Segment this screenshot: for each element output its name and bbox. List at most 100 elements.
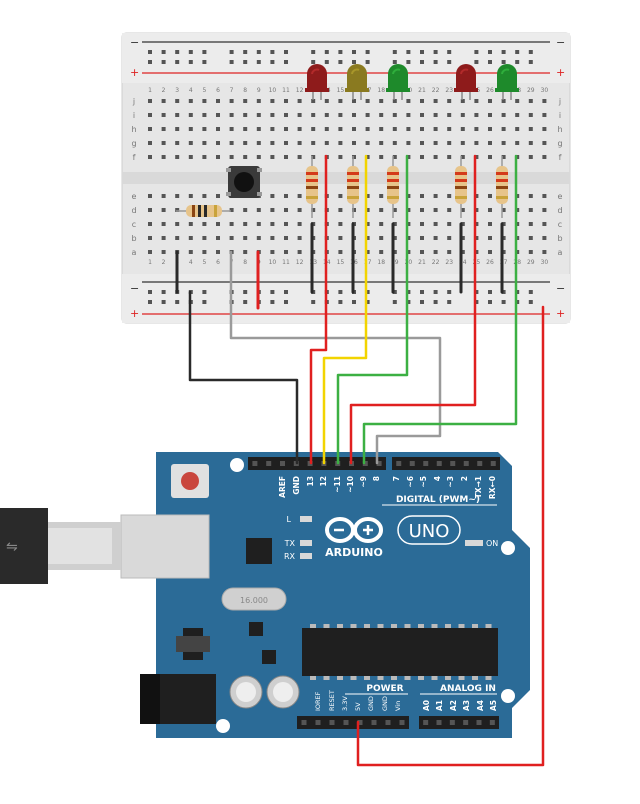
digital-pin-label: 4 <box>433 476 442 481</box>
digital-pin-label: 13 <box>306 476 315 486</box>
wire-button-gray[interactable] <box>229 250 442 465</box>
column-number: 23 <box>445 259 453 266</box>
led-red[interactable] <box>454 64 478 100</box>
column-number: 2 <box>162 87 166 94</box>
column-number: 20 <box>405 259 413 266</box>
row-letter: i <box>559 111 561 120</box>
push-button[interactable] <box>226 166 262 198</box>
rail-minus-sign: − <box>130 282 139 295</box>
digital-pin-label: ~6 <box>406 476 415 488</box>
column-number: 12 <box>296 259 304 266</box>
resistor[interactable] <box>306 156 318 218</box>
rail-minus-sign: − <box>130 36 139 49</box>
resistor[interactable] <box>455 156 467 218</box>
digital-pin-label: ~9 <box>359 476 368 488</box>
arduino-logo-icon <box>325 517 383 543</box>
wire-pin10-red[interactable] <box>349 154 477 465</box>
column-number: 29 <box>527 259 535 266</box>
arduino-brand: ARDUINO <box>325 546 383 559</box>
column-number: 11 <box>282 87 290 94</box>
wire-5v-red[interactable] <box>356 305 545 767</box>
wire-pin9-green[interactable] <box>362 154 518 465</box>
wire-pin11-green[interactable] <box>336 154 409 465</box>
resistor-button[interactable] <box>176 205 231 217</box>
row-letter: h <box>131 125 136 134</box>
column-number: 6 <box>216 87 220 94</box>
column-number: 26 <box>486 87 494 94</box>
column-number: 18 <box>377 259 385 266</box>
led-yellow[interactable] <box>345 64 369 100</box>
mount-hole <box>230 458 244 472</box>
usb-cable-plug[interactable] <box>0 508 48 584</box>
analog-label: ANALOG IN <box>440 684 496 694</box>
digital-pin-label: AREF <box>278 476 287 498</box>
row-letter: b <box>557 234 562 243</box>
analog-pin-label: A3 <box>462 700 471 711</box>
rail-plus-sign: + <box>130 66 139 79</box>
rail-plus-sign: + <box>556 66 565 79</box>
column-number: 11 <box>282 259 290 266</box>
row-letter: e <box>558 192 563 201</box>
digital-pin-label: RX←0 <box>488 476 497 499</box>
led-green[interactable] <box>386 64 410 100</box>
row-letter: h <box>557 125 562 134</box>
arduino-board[interactable]: ⇋ 16.000 L TX RX ON <box>0 452 530 738</box>
wires <box>188 154 545 767</box>
usb-port[interactable] <box>120 514 210 579</box>
row-letter: c <box>558 220 562 229</box>
digital-pin-label: 8 <box>372 476 381 481</box>
led-green[interactable] <box>495 64 519 100</box>
resistor[interactable] <box>347 156 359 218</box>
column-number: 10 <box>269 259 277 266</box>
column-number: 5 <box>202 87 206 94</box>
column-number: 30 <box>541 259 549 266</box>
column-number: 8 <box>243 259 247 266</box>
resistor[interactable] <box>496 156 508 218</box>
power-pin-label: 3.3V <box>341 696 349 711</box>
usb-icon: ⇋ <box>6 539 18 555</box>
power-pin-label: GND <box>381 696 389 711</box>
column-number: 21 <box>418 87 426 94</box>
digital-header-right[interactable] <box>392 457 500 470</box>
rail-minus-sign: − <box>556 282 565 295</box>
reset-button-cap <box>181 472 199 490</box>
column-number: 8 <box>243 87 247 94</box>
row-letter: j <box>558 97 561 106</box>
usb-chip <box>246 538 272 564</box>
rail-plus-sign: + <box>556 307 565 320</box>
column-number: 27 <box>500 259 508 266</box>
row-letter: f <box>559 153 562 162</box>
resistor[interactable] <box>387 156 399 218</box>
column-number: 18 <box>377 87 385 94</box>
led-red[interactable] <box>305 64 329 100</box>
analog-pin-label: A5 <box>489 700 498 711</box>
column-number: 24 <box>459 259 467 266</box>
crystal <box>221 587 287 611</box>
mount-hole <box>501 541 515 555</box>
rx-led <box>300 553 312 559</box>
wire-pin13-red[interactable] <box>309 154 328 465</box>
column-number: 15 <box>337 259 345 266</box>
column-number: 28 <box>513 259 521 266</box>
column-number: 7 <box>230 87 234 94</box>
wire-gnd-black[interactable] <box>188 290 299 465</box>
row-letter: d <box>131 206 136 215</box>
power-header[interactable] <box>297 716 409 729</box>
column-number: 2 <box>162 259 166 266</box>
row-letter: b <box>131 234 136 243</box>
analog-pin-label: A2 <box>449 700 458 711</box>
column-number: 29 <box>527 87 535 94</box>
crystal-label: 16.000 <box>240 596 268 605</box>
column-number: 12 <box>296 87 304 94</box>
mount-hole <box>216 719 230 733</box>
column-number: 23 <box>445 87 453 94</box>
digital-pin-label: TX→1 <box>474 476 483 498</box>
wire-pin12-yellow[interactable] <box>322 154 368 465</box>
power-pin-label: GND <box>367 696 375 711</box>
column-number: 15 <box>337 87 345 94</box>
row-letter: e <box>132 192 137 201</box>
power-pin-label: Vin <box>394 701 402 711</box>
column-number: 22 <box>432 87 440 94</box>
analog-header[interactable] <box>419 716 499 729</box>
